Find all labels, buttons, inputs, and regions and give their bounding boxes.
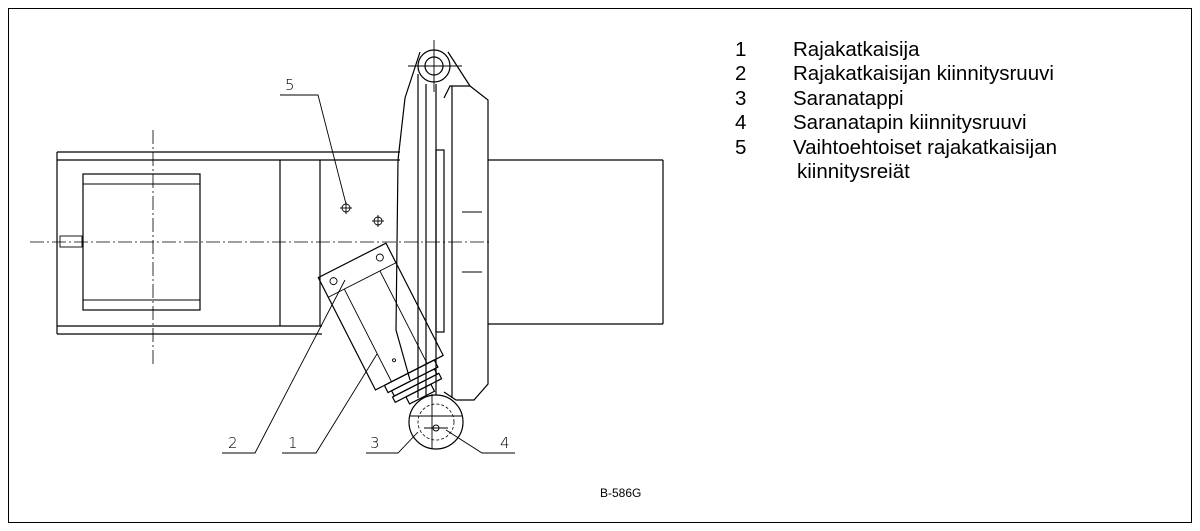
- leader-5: [280, 94, 347, 205]
- legend-text: Rajakatkaisija: [793, 38, 920, 61]
- left-housing: [56, 151, 400, 335]
- legend-item: 5 Vaihtoehtoiset rajakatkaisijan: [735, 136, 1057, 160]
- mounting-hole: [372, 215, 384, 227]
- callout-1: 1: [288, 434, 298, 452]
- drawing-code: B-586G: [600, 486, 642, 500]
- hinge-frame: [395, 40, 664, 401]
- legend: 1 Rajakatkaisija 2 Rajakatkaisijan kiinn…: [735, 38, 1057, 184]
- limit-switch: [317, 242, 444, 405]
- legend-text-continued: kiinnitysreiät: [797, 160, 910, 184]
- legend-text: Rajakatkaisijan kiinnitysruuvi: [793, 62, 1054, 86]
- leader-2: [222, 279, 346, 454]
- legend-item: 2 Rajakatkaisijan kiinnitysruuvi: [735, 62, 1057, 86]
- leader-3: [366, 431, 419, 454]
- callout-2: 2: [228, 434, 238, 452]
- leader-4: [445, 429, 515, 454]
- legend-number: 1: [735, 38, 747, 61]
- drawing-frame: [8, 8, 1192, 523]
- legend-number: 4: [735, 111, 747, 135]
- callout-3: 3: [370, 434, 380, 452]
- legend-item: 4 Saranatapin kiinnitysruuvi: [735, 111, 1057, 135]
- legend-text: Saranatapin kiinnitysruuvi: [793, 111, 1027, 135]
- leader-1: [282, 353, 378, 454]
- legend-number: 2: [735, 62, 747, 86]
- legend-number: 3: [735, 86, 747, 110]
- callout-5: 5: [285, 76, 295, 94]
- callout-4: 4: [500, 434, 510, 452]
- legend-text: Saranatappi: [793, 86, 904, 110]
- hinge-pin: [408, 394, 464, 450]
- legend-item: 3 Saranatappi: [735, 87, 1057, 111]
- legend-text: Vaihtoehtoiset rajakatkaisijan: [793, 135, 1057, 159]
- legend-number: 5: [735, 135, 747, 159]
- legend-item: 1 Rajakatkaisija: [735, 38, 1057, 62]
